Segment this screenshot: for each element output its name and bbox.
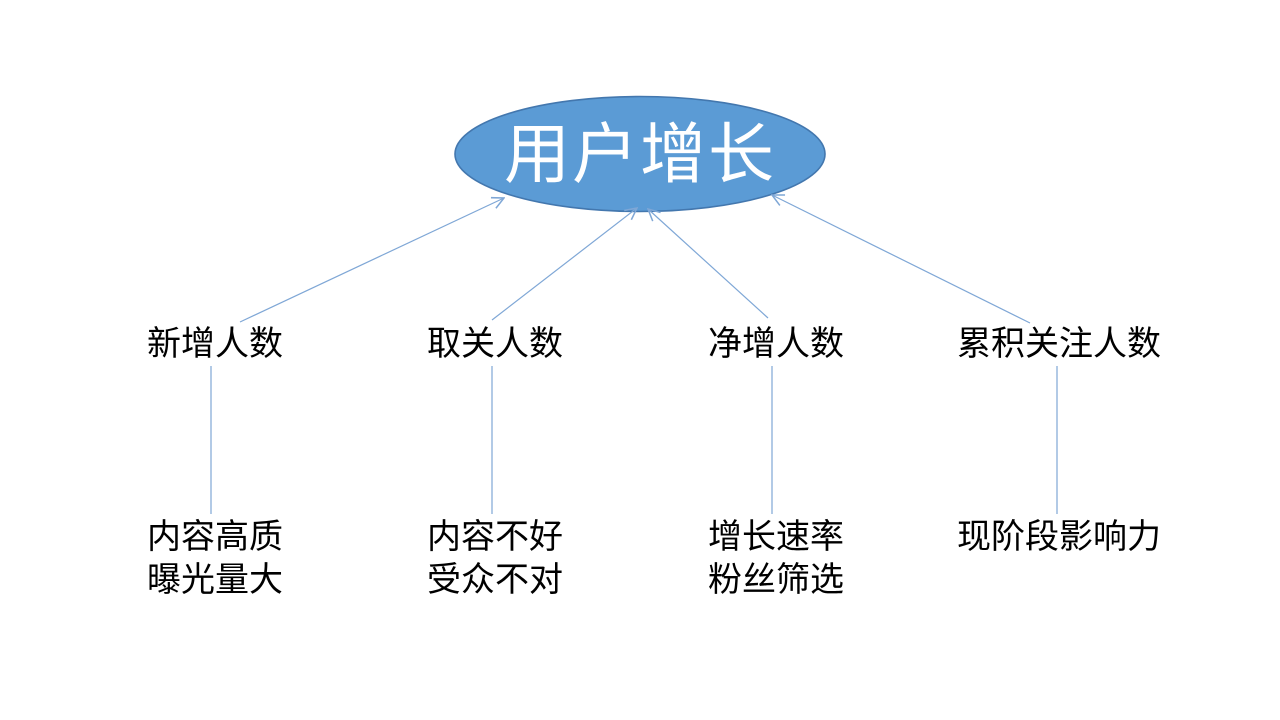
root-node-ellipse [454, 95, 826, 213]
factor-line: 曝光量大 [147, 561, 283, 599]
factor-group-net-growth: 增长速率 粉丝筛选 [708, 516, 844, 602]
root-node-label: 用户增长 [504, 117, 776, 191]
factor-line: 受众不对 [427, 561, 563, 599]
factor-line: 粉丝筛选 [708, 561, 844, 599]
arrow-unfollows-to-root [491, 208, 637, 321]
factor-group-total-followers: 现阶段影响力 [957, 516, 1161, 559]
factor-line: 增长速率 [708, 518, 844, 556]
arrow-net-growth-to-root [648, 209, 769, 319]
factor-group-new-followers: 内容高质 曝光量大 [147, 516, 283, 602]
metric-label-net-growth: 净增人数 [708, 325, 844, 363]
metric-label-new-followers: 新增人数 [147, 325, 283, 363]
arrow-new-followers-to-root [239, 198, 504, 323]
factor-line: 内容不好 [427, 518, 563, 556]
metric-label-total-followers: 累积关注人数 [957, 325, 1161, 363]
arrow-total-followers-to-root [772, 195, 1031, 324]
metric-label-unfollows: 取关人数 [427, 325, 563, 363]
factor-group-unfollows: 内容不好 受众不对 [427, 516, 563, 602]
factor-line: 现阶段影响力 [957, 518, 1161, 556]
factor-line: 内容高质 [147, 518, 283, 556]
